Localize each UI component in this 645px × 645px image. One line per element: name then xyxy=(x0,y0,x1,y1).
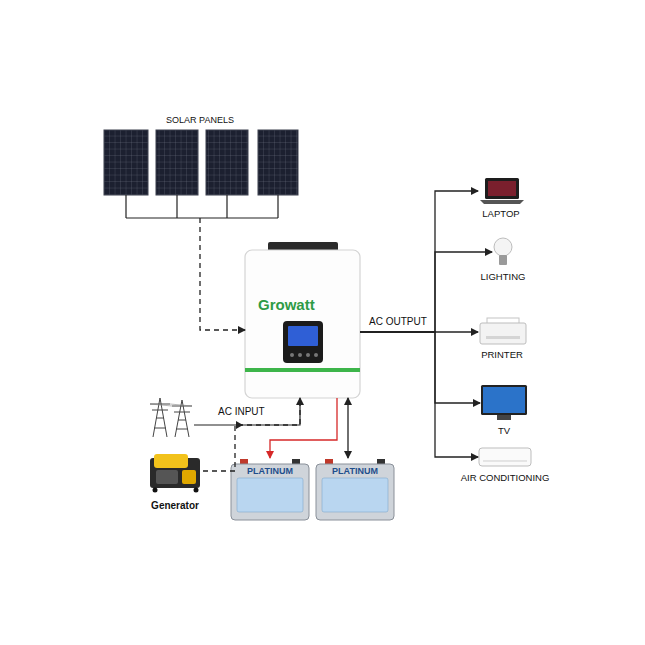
connector xyxy=(347,398,348,458)
tv-icon xyxy=(481,385,527,420)
laptop-base xyxy=(480,200,524,204)
connector xyxy=(203,398,300,471)
connector xyxy=(360,191,478,332)
solar-panels xyxy=(104,130,298,218)
inverter-housing xyxy=(245,250,360,398)
engine xyxy=(156,470,178,484)
edge-label: AC OUTPUT xyxy=(367,316,429,328)
connector xyxy=(360,332,480,403)
lighting-label: LIGHTING xyxy=(481,272,526,283)
battery-label-panel xyxy=(237,478,303,512)
power-cable xyxy=(150,404,192,406)
solar-array-label: SOLAR PANELS xyxy=(166,115,234,125)
air-conditioner-node: AIR CONDITIONING xyxy=(478,447,532,467)
green-stripe xyxy=(245,368,360,372)
laptop-label: LAPTOP xyxy=(482,209,519,220)
battery-illustration xyxy=(231,459,394,520)
bulb-icon xyxy=(494,238,512,265)
solar-panel xyxy=(258,130,298,195)
power-grid-icon xyxy=(150,398,192,437)
battery-label: PLATINUM xyxy=(247,466,293,476)
solar-panel xyxy=(104,130,148,195)
air-conditioner-icon xyxy=(479,448,531,466)
lighting-node: LIGHTING xyxy=(492,236,514,268)
bulb-glass xyxy=(494,238,512,256)
battery-node: PLATINUM xyxy=(228,458,312,522)
tv-screen xyxy=(483,387,525,413)
grid-input-wire xyxy=(194,398,300,425)
generator-icon xyxy=(150,454,200,493)
ac-unit xyxy=(479,448,531,466)
wheel xyxy=(194,488,199,493)
wheel xyxy=(153,488,158,493)
panel-bus-wire xyxy=(126,195,278,218)
tv-frame xyxy=(481,385,527,415)
battery-label: PLATINUM xyxy=(332,466,378,476)
alternator xyxy=(182,470,196,484)
inverter-label: Growatt xyxy=(258,296,315,313)
connector xyxy=(200,218,245,330)
battery-case xyxy=(316,464,394,520)
inverter-illustration xyxy=(245,242,360,398)
wire-label: AC INPUT xyxy=(216,406,267,418)
button xyxy=(314,353,318,357)
generator-node: Generator xyxy=(147,452,203,490)
battery-case xyxy=(231,464,309,520)
fuel-tank xyxy=(154,454,188,468)
laptop-icon xyxy=(480,178,524,204)
printer-body xyxy=(480,323,526,344)
battery-label-panel xyxy=(322,478,388,512)
connector xyxy=(360,252,492,332)
solar-array-node: SOLAR PANELS xyxy=(100,115,300,218)
connector xyxy=(360,332,478,457)
lcd-screen xyxy=(288,326,318,346)
printer-node: PRINTER xyxy=(478,318,526,346)
button xyxy=(306,353,310,357)
air-conditioner-label: AIR CONDITIONING xyxy=(461,473,550,484)
solar-panel xyxy=(206,130,248,195)
button xyxy=(298,353,302,357)
ac-vent xyxy=(483,461,527,462)
laptop-screen xyxy=(485,178,519,199)
bulb-base xyxy=(499,255,507,265)
tv-node: TV xyxy=(480,385,528,421)
printer-slot xyxy=(486,336,520,339)
button xyxy=(290,353,294,357)
inverter-node: Growatt xyxy=(245,250,360,398)
solar-panel xyxy=(156,130,198,195)
generator-label: Generator xyxy=(151,500,199,512)
connector xyxy=(270,398,337,458)
laptop-node: LAPTOP xyxy=(478,178,524,204)
tv-stand xyxy=(497,415,511,420)
printer-icon xyxy=(480,318,526,344)
printer-label: PRINTER xyxy=(481,350,523,361)
inverter-panel xyxy=(283,321,323,363)
pylon xyxy=(150,398,170,437)
laptop-display xyxy=(488,181,516,196)
tv-label: TV xyxy=(498,426,510,437)
battery-node: PLATINUM xyxy=(313,458,397,522)
